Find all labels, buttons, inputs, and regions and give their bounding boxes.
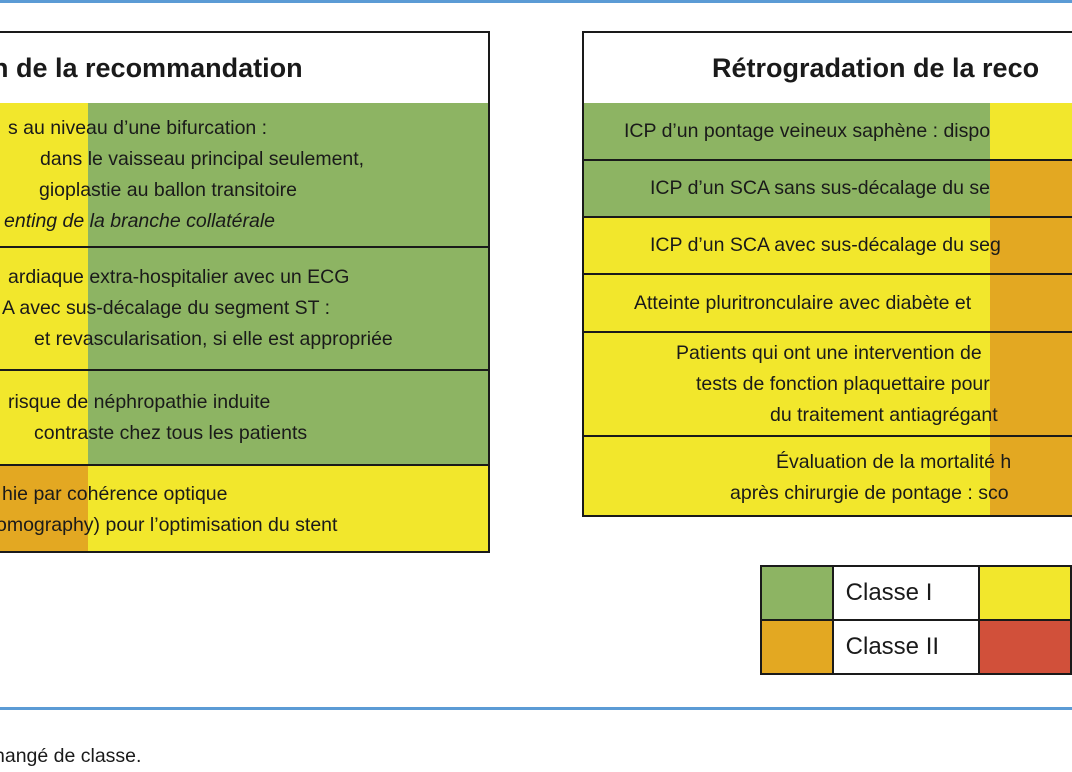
legend-label-class2: Classe II [831,619,981,675]
downgrade-panel: Rétrogradation de la reco ICP d’un ponta… [582,31,1072,517]
table-row: Patients qui ont une intervention de tes… [584,333,1072,437]
legend-swatch-yellow [978,565,1072,621]
table-row: hie par cohérence optique omography) pou… [0,466,488,551]
downgrade-panel-title: Rétrogradation de la reco [584,33,1072,105]
table-row: Atteinte pluritronculaire avec diabète e… [584,275,1072,333]
table-row: s au niveau d’une bifurcation : dans le … [0,103,488,248]
footnote: hangé de classe. [0,745,142,767]
table-row: ICP d’un SCA avec sus-décalage du seg [584,218,1072,275]
table-row: Évaluation de la mortalité h après chiru… [584,437,1072,515]
table-row: ICP d’un SCA sans sus-décalage du se [584,161,1072,218]
legend-swatch-red [978,619,1072,675]
top-rule [0,0,1072,3]
upgrade-panel: n de la recommandation s au niveau d’une… [0,31,490,553]
table-row: ardiaque extra-hospitalier avec un ECG A… [0,248,488,371]
table-row: risque de néphropathie induite contraste… [0,371,488,466]
table-row: ICP d’un pontage veineux saphène : dispo [584,103,1072,161]
legend-label-class1: Classe I [831,565,981,621]
bottom-rule [0,707,1072,710]
legend-swatch-class2 [760,619,834,675]
legend-swatch-class1 [760,565,834,621]
upgrade-panel-title: n de la recommandation [0,33,488,105]
class-legend: Classe I Classe II [760,565,1072,675]
